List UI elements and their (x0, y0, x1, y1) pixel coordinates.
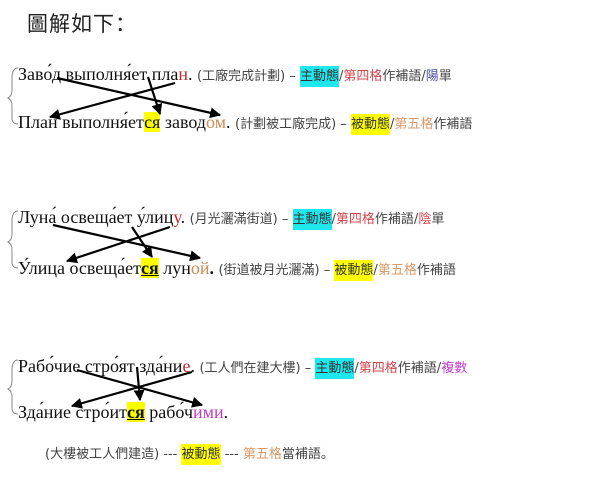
text-segment: 被動態 (334, 260, 374, 281)
text-segment: ся (144, 112, 161, 132)
text-segment: (計劃被工廠完成) – (235, 117, 351, 132)
text-segment: 主動態 (299, 66, 339, 87)
text-segment: / (331, 212, 336, 227)
text-segment: / (373, 263, 378, 278)
block-1-active-sentence: Заво́д выполня́ет план. (工廠完成計劃) – 主動態/第… (18, 64, 452, 87)
text-segment: . (209, 258, 219, 278)
text-segment: . (180, 207, 190, 227)
text-segment: ом (205, 112, 227, 132)
page-title: 圖解如下： (27, 12, 137, 36)
text-segment: Луна́ освеща́ет у́лиц (18, 207, 174, 227)
block-2-passive-sentence: У́лица освеща́ется луно́й. (街道被月光灑滿) – 被… (18, 258, 456, 281)
text-segment: 第五格 (394, 117, 434, 132)
text-segment: / (389, 117, 395, 132)
text-segment: (工廠完成計劃) – (197, 69, 300, 84)
text-segment: 複數 (441, 361, 468, 376)
text-segment: 被動態 (350, 114, 390, 135)
block-2-active-sentence: Луна́ освеща́ет у́лицу. (月光灑滿街道) – 主動態/第… (18, 207, 445, 230)
text-segment: 第五格 (377, 263, 417, 278)
block-3-passive-sentence: Зда́ние стро́ится рабо́чими. (18, 402, 228, 424)
text-segment: 作補語/ (382, 69, 426, 84)
text-segment: --- (220, 447, 243, 462)
text-segment: 作補語/ (374, 212, 419, 227)
text-segment: . (188, 64, 198, 84)
text-segment: лун (158, 258, 191, 278)
text-segment: 第四格 (343, 69, 383, 84)
brace-icon (6, 67, 19, 125)
brace-icon (6, 359, 19, 415)
text-segment: . (190, 356, 200, 376)
text-segment: 單 (431, 212, 445, 227)
block-3-active-sentence: Рабо́чие стро́ят зда́ние. (工人們在建大樓) – 主動… (18, 356, 468, 379)
text-segment: 第四格 (358, 361, 398, 376)
text-segment: ся (140, 258, 159, 278)
text-segment: у (173, 207, 181, 227)
text-segment: 第五格 (242, 447, 282, 462)
text-segment: . (223, 402, 229, 422)
text-segment: 被動態 (181, 444, 221, 465)
text-segment: 作補語/ (397, 361, 442, 376)
text-segment: 單 (438, 69, 452, 84)
text-segment: (工人們在建大樓) – (199, 361, 316, 376)
text-segment: е (182, 356, 191, 376)
text-segment: 主動態 (292, 209, 332, 230)
arrow-icon (52, 223, 202, 262)
text-segment: Рабо́чие стро́ят зда́ни (18, 356, 183, 376)
text-segment: 作補語 (416, 263, 456, 278)
brace-icon (6, 210, 19, 269)
block-3-note: (大樓被工人們建造) --- 被動態 --- 第五格當補語。 (45, 443, 334, 465)
text-segment: (街道被月光灑滿) – (218, 263, 335, 278)
text-segment: / (354, 361, 359, 376)
text-segment: о́й (190, 258, 210, 278)
text-segment: (月光灑滿街道) – (189, 212, 293, 227)
text-segment: ся (127, 402, 145, 422)
text-segment: 陰 (418, 212, 432, 227)
text-segment: Заво́д выполня́ет пла (18, 64, 179, 84)
text-segment: У́лица освеща́ет (18, 258, 141, 278)
text-segment: 當補語。 (281, 447, 334, 462)
text-segment: рабо́ч (144, 402, 194, 422)
text-segment: 主動態 (315, 358, 355, 379)
arrow-icon (131, 226, 153, 258)
text-segment: План выполня́ет (18, 112, 145, 132)
block-1-passive-sentence: План выполня́ется заводом. (計劃被工廠完成) – 被… (18, 112, 473, 135)
text-segment: 第四格 (335, 212, 375, 227)
text-segment: н (178, 64, 189, 84)
text-segment: 作補語 (433, 117, 473, 132)
text-segment: 陽 (425, 69, 439, 84)
text-segment: завод (160, 112, 206, 132)
text-segment: (大樓被工人們建造) --- (45, 447, 182, 462)
text-segment: . (226, 112, 236, 132)
text-segment: Зда́ние стро́ит (18, 402, 128, 422)
text-segment: ими (193, 402, 224, 422)
text-segment: / (338, 69, 344, 84)
arrow-icon (65, 225, 171, 264)
